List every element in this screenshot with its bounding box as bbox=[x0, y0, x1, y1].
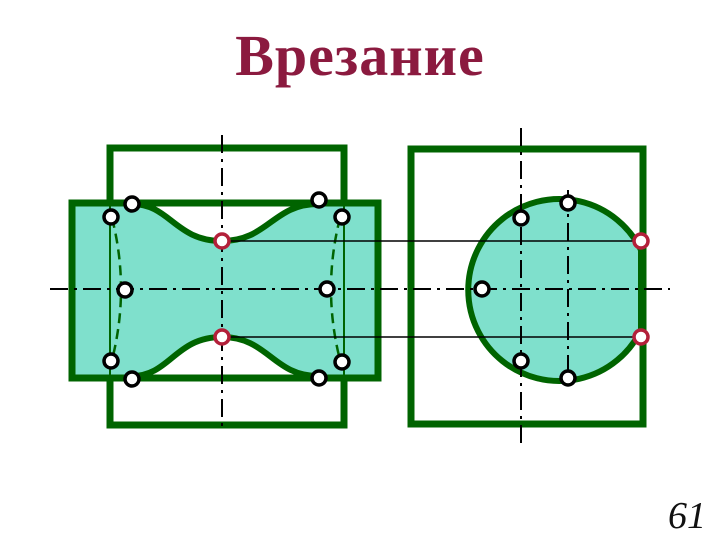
point-marker bbox=[559, 194, 577, 212]
point-marker bbox=[123, 370, 141, 388]
highlight-point-marker bbox=[632, 328, 650, 346]
point-marker bbox=[310, 191, 328, 209]
side-view bbox=[407, 145, 647, 428]
point-marker bbox=[123, 195, 141, 213]
projection-lines bbox=[222, 240, 641, 338]
highlight-point-marker bbox=[213, 328, 231, 346]
page-number: 61 bbox=[668, 495, 706, 537]
point-marker bbox=[116, 281, 134, 299]
point-marker bbox=[512, 209, 530, 227]
point-marker bbox=[512, 352, 530, 370]
horizontal-body-outline bbox=[68, 199, 382, 382]
point-marker bbox=[102, 352, 120, 370]
point-marker bbox=[102, 208, 120, 226]
front-view bbox=[68, 144, 382, 429]
point-marker bbox=[473, 280, 491, 298]
point-marker bbox=[318, 280, 336, 298]
highlight-point-marker bbox=[213, 232, 231, 250]
point-marker bbox=[333, 208, 351, 226]
center-lines bbox=[50, 128, 670, 445]
characteristic-points bbox=[102, 191, 650, 388]
highlight-point-marker bbox=[632, 232, 650, 250]
point-marker bbox=[310, 369, 328, 387]
slide-title: Врезание bbox=[235, 23, 485, 88]
point-marker bbox=[559, 369, 577, 387]
point-marker bbox=[333, 353, 351, 371]
